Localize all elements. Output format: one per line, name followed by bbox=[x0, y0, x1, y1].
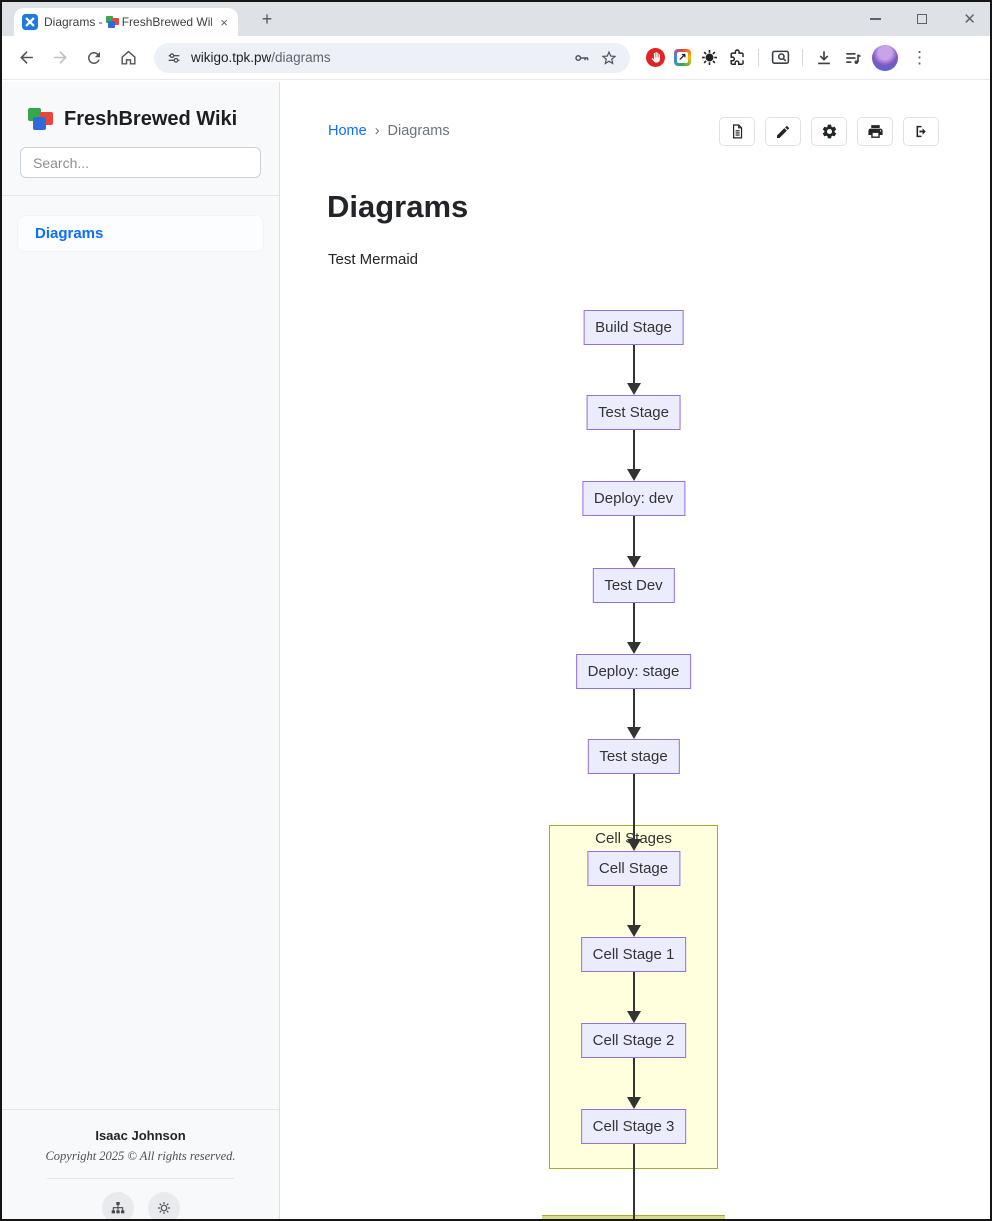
forward-icon[interactable] bbox=[46, 44, 74, 72]
edge-arrowhead-icon bbox=[626, 556, 641, 568]
settings-button[interactable] bbox=[811, 117, 847, 146]
downloads-icon[interactable] bbox=[814, 48, 834, 68]
wiki-favicon-icon bbox=[22, 14, 38, 30]
diagram-node: Test stage bbox=[587, 739, 680, 774]
sun-extension-icon[interactable] bbox=[700, 48, 719, 67]
sitemap-icon bbox=[111, 1202, 124, 1214]
export-sign-out-icon bbox=[916, 125, 926, 138]
breadcrumb: Home › Diagrams bbox=[328, 123, 450, 139]
edge-arrowhead-icon bbox=[626, 469, 641, 481]
page-content: Home › Diagrams bbox=[280, 82, 990, 1219]
print-icon bbox=[867, 125, 883, 138]
edge-line bbox=[632, 603, 635, 642]
home-icon[interactable] bbox=[114, 44, 142, 72]
footer-author: Isaac Johnson bbox=[95, 1128, 186, 1143]
sitemap-button[interactable] bbox=[101, 1192, 134, 1219]
settings-gear-icon bbox=[822, 124, 836, 139]
extensions-puzzle-icon[interactable] bbox=[728, 48, 747, 67]
footer-copyright: Copyright 2025 © All rights reserved. bbox=[45, 1149, 236, 1163]
edge-arrowhead-icon bbox=[626, 727, 641, 739]
sidebar-divider bbox=[2, 195, 279, 196]
breadcrumb-separator-icon: › bbox=[374, 123, 380, 139]
breadcrumb-current: Diagrams bbox=[387, 123, 450, 139]
diagram-node: Build Stage bbox=[583, 310, 684, 345]
edge-arrowhead-icon bbox=[626, 1097, 641, 1109]
source-document-icon bbox=[732, 124, 742, 139]
diagram-node: Cell Stage 2 bbox=[580, 1023, 687, 1058]
brand[interactable]: FreshBrewed Wiki bbox=[2, 82, 279, 132]
diagram-node: Cell Stage 3 bbox=[580, 1109, 687, 1144]
image-extension-icon[interactable]: ↗ bbox=[674, 49, 691, 66]
gear-icon bbox=[157, 1202, 170, 1214]
diagram-node: Test Dev bbox=[592, 568, 675, 603]
diagram-node: Deploy: stage bbox=[575, 654, 692, 689]
tab-close-icon[interactable]: × bbox=[220, 14, 228, 30]
footer-divider-short bbox=[47, 1178, 234, 1179]
browser-tab[interactable]: Diagrams - FreshBrewed Wik × bbox=[14, 8, 238, 36]
divider bbox=[802, 49, 803, 66]
breadcrumb-home-link[interactable]: Home bbox=[328, 123, 367, 139]
brand-mini-logo-icon bbox=[105, 16, 119, 28]
settings-button-sidebar[interactable] bbox=[147, 1192, 180, 1219]
brand-logo-icon bbox=[28, 107, 55, 132]
footer-divider bbox=[2, 1109, 279, 1110]
reload-icon[interactable] bbox=[80, 44, 108, 72]
media-playlist-icon[interactable] bbox=[843, 48, 863, 68]
sidebar: FreshBrewed Wiki Diagrams Isaac Johnson … bbox=[2, 82, 280, 1219]
diagram-node: Cell Stage 1 bbox=[580, 937, 687, 972]
edit-button[interactable] bbox=[765, 117, 801, 146]
diagram-node: Cell Stage bbox=[586, 851, 681, 886]
brand-name: FreshBrewed Wiki bbox=[64, 108, 238, 130]
edge-line bbox=[632, 345, 635, 383]
edge-arrowhead-icon bbox=[626, 642, 641, 654]
edge-line bbox=[632, 774, 635, 839]
divider bbox=[758, 49, 759, 66]
edge-line bbox=[632, 689, 635, 727]
adblock-hand-icon[interactable] bbox=[646, 48, 665, 67]
edge-arrowhead-icon bbox=[626, 383, 641, 395]
window-close-button[interactable]: ✕ bbox=[963, 10, 976, 28]
search-input[interactable] bbox=[20, 147, 261, 178]
diagram-node: Test Stage bbox=[586, 395, 681, 430]
back-icon[interactable] bbox=[12, 44, 40, 72]
edit-pencil-icon bbox=[777, 125, 789, 138]
edge-arrowhead-icon bbox=[626, 925, 641, 937]
export-button[interactable] bbox=[903, 117, 939, 146]
screen-search-icon[interactable] bbox=[770, 47, 791, 68]
edge-line bbox=[632, 1058, 635, 1097]
new-tab-button[interactable]: + bbox=[261, 9, 273, 29]
diagram-node: Deploy: dev bbox=[581, 481, 686, 516]
kebab-menu-icon[interactable]: ⋮ bbox=[911, 47, 928, 67]
page-actions bbox=[719, 117, 939, 146]
edge-line bbox=[632, 972, 635, 1011]
password-key-icon[interactable] bbox=[573, 49, 591, 67]
profile-avatar[interactable] bbox=[872, 44, 898, 71]
window-minimize-button[interactable] bbox=[870, 18, 882, 20]
edge-line bbox=[632, 886, 635, 925]
edge-line bbox=[632, 1144, 635, 1219]
edge-arrowhead-icon bbox=[626, 839, 641, 851]
address-bar[interactable]: wikigo.tpk.pw/diagrams bbox=[154, 42, 630, 73]
edge-line bbox=[632, 430, 635, 469]
browser-toolbar: wikigo.tpk.pw/diagrams ↗ bbox=[2, 36, 990, 80]
view-source-button[interactable] bbox=[719, 117, 755, 146]
bookmark-star-icon[interactable] bbox=[600, 49, 618, 67]
page-title: Diagrams bbox=[327, 189, 469, 224]
sidebar-footer: Isaac Johnson Copyright 2025 © All right… bbox=[2, 1109, 279, 1219]
tab-title: Diagrams - FreshBrewed Wik bbox=[44, 15, 213, 29]
page-subtitle: Test Mermaid bbox=[328, 251, 419, 268]
edge-arrowhead-icon bbox=[626, 1011, 641, 1023]
title-bar: Diagrams - FreshBrewed Wik × + ✕ bbox=[2, 2, 990, 36]
window-maximize-button[interactable] bbox=[917, 14, 928, 24]
edge-line bbox=[632, 516, 635, 556]
site-settings-tune-icon[interactable] bbox=[166, 50, 182, 66]
url-text[interactable]: wikigo.tpk.pw/diagrams bbox=[191, 50, 331, 65]
sidebar-item-diagrams[interactable]: Diagrams bbox=[17, 215, 264, 252]
print-button[interactable] bbox=[857, 117, 893, 146]
